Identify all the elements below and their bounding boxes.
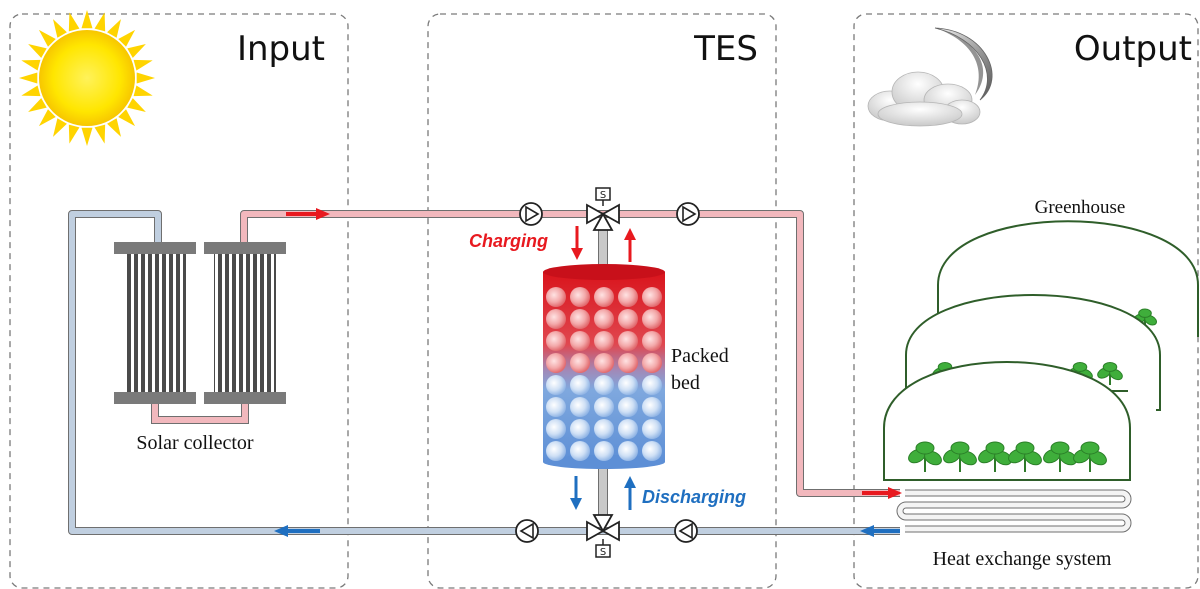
pump-icon [519,202,543,226]
plant-icon [1073,441,1107,472]
solar-collector [114,242,286,404]
storage-ball [642,309,662,329]
valve-mark: S [600,547,606,558]
storage-ball [594,441,614,461]
packed-bed-tank [543,264,665,469]
moon-cloud-icon [867,27,993,127]
panel-output-title: Output [1074,29,1192,69]
cold-flow-arrow [860,525,900,537]
storage-ball [618,287,638,307]
storage-ball [594,309,614,329]
packed-bed-label: Packed [671,345,729,367]
storage-ball [642,419,662,439]
storage-ball [594,287,614,307]
storage-ball [642,331,662,351]
cold-pipe [68,210,900,535]
hot-pipe [151,210,900,497]
plant-icon [1043,441,1077,472]
storage-ball [546,397,566,417]
plant-icon [978,441,1012,472]
charging-arrows [571,226,636,262]
storage-ball [618,441,638,461]
storage-ball [618,375,638,395]
valve-mark: S [600,190,606,201]
pump-icon [676,202,700,226]
charging-label: Charging [469,231,548,251]
panel-output: Output [853,13,1199,589]
storage-ball [546,375,566,395]
panel-input: Input [9,13,349,589]
pump-icon [674,519,698,543]
storage-ball [642,441,662,461]
storage-ball [618,309,638,329]
storage-ball [546,309,566,329]
storage-ball [642,287,662,307]
storage-ball [570,441,590,461]
pump-icon [515,519,539,543]
solar-collector-label: Solar collector [136,432,254,454]
storage-ball [618,331,638,351]
storage-ball [570,397,590,417]
heat-exchange-label: Heat exchange system [933,548,1112,570]
storage-ball [546,287,566,307]
plant-icon [908,441,942,472]
storage-ball [570,287,590,307]
three-way-valve-icon: S [586,187,620,231]
storage-ball [594,353,614,373]
storage-ball [618,419,638,439]
storage-ball [594,331,614,351]
sun-icon [19,10,155,146]
plant-icon [1008,441,1042,472]
storage-ball [594,419,614,439]
storage-ball [618,397,638,417]
plant-icon [1097,362,1123,385]
discharging-label: Discharging [642,487,746,507]
storage-ball [570,419,590,439]
storage-ball [570,309,590,329]
greenhouse-label: Greenhouse [1035,197,1126,218]
greenhouse [883,361,1131,481]
storage-ball [642,353,662,373]
plant-icon [943,441,977,472]
plant-icon [1133,308,1157,330]
storage-ball [570,375,590,395]
storage-ball [642,397,662,417]
discharging-arrows [570,476,636,510]
storage-ball [546,353,566,373]
panel-tes-title: TES [693,29,758,69]
storage-ball [642,375,662,395]
heat-exchange-coil [896,489,1132,533]
storage-ball [546,331,566,351]
storage-ball [546,419,566,439]
storage-ball [594,397,614,417]
hot-flow-arrow [862,487,902,499]
storage-ball [570,331,590,351]
cold-flow-arrow [274,525,320,537]
storage-ball [594,375,614,395]
hot-flow-arrow [286,208,330,220]
panel-input-title: Input [237,29,325,69]
packed-bed-label: bed [671,372,700,394]
storage-ball [546,441,566,461]
storage-ball [618,353,638,373]
panel-tes: TES [427,13,777,589]
three-way-valve-icon: S [586,514,620,558]
storage-ball [570,353,590,373]
